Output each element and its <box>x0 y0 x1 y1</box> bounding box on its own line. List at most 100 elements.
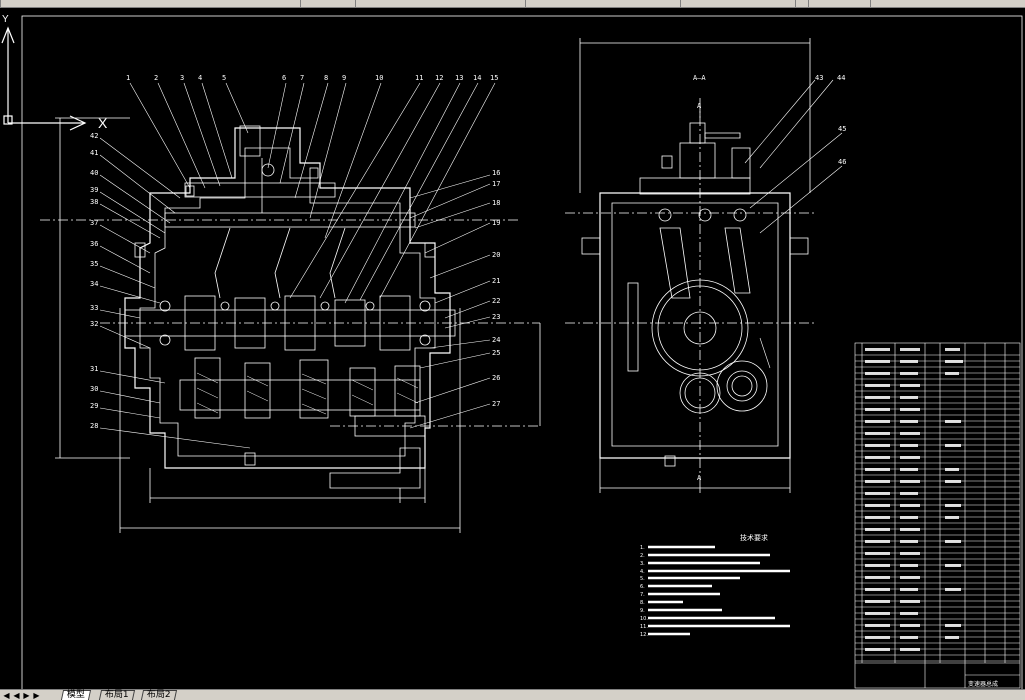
callout-right-19: 19 <box>492 219 500 227</box>
callout-top-6: 6 <box>282 74 286 82</box>
callout-top-15: 15 <box>490 74 498 82</box>
right-flange-right <box>789 237 809 255</box>
counter-gear-3 <box>299 359 329 419</box>
toolbar-segment-7[interactable] <box>808 0 872 7</box>
callout-left-38: 38 <box>90 198 98 206</box>
left-callouts-right: 16 17 18 19 20 21 22 23 24 25 26 27 <box>492 169 500 408</box>
gear-hatching <box>196 372 419 415</box>
shift-fork-1 <box>214 227 231 299</box>
left-view <box>40 82 541 533</box>
callout-top-12: 12 <box>435 74 443 82</box>
callout-left-35: 35 <box>90 260 98 268</box>
toolbar-segment-4[interactable] <box>525 0 679 7</box>
callout-top-1: 1 <box>126 74 130 82</box>
gear-5 <box>379 295 411 351</box>
right-cap-left <box>661 155 673 169</box>
callout-left-28: 28 <box>90 422 98 430</box>
callout-right-25: 25 <box>492 349 500 357</box>
callout-top-5: 5 <box>222 74 226 82</box>
toolbar-segment-6[interactable] <box>795 0 809 7</box>
callout-left-30: 30 <box>90 385 98 393</box>
callout-top-11: 11 <box>415 74 423 82</box>
callout-left-31: 31 <box>90 365 98 373</box>
callout-43: 43 <box>815 74 823 82</box>
toolbar-segment-3[interactable] <box>355 0 529 7</box>
callout-left-29: 29 <box>90 402 98 410</box>
tab-layout1[interactable]: 布局1 <box>98 690 135 700</box>
right-main-shaft <box>683 311 717 345</box>
leaders-right <box>409 174 491 429</box>
callout-left-33: 33 <box>90 304 98 312</box>
right-side-mount <box>731 147 751 179</box>
note-1: 1. <box>640 545 645 551</box>
notes-title: 技术要求 <box>740 533 768 542</box>
layout-tabs-bar: ◀ ◀ ▶ ▶ 模型 布局1 布局2 <box>0 689 1025 700</box>
toolbar-segment-8[interactable] <box>870 0 1025 7</box>
gear-2 <box>234 297 266 349</box>
callout-left-34: 34 <box>90 280 98 288</box>
callout-right-26: 26 <box>492 374 500 382</box>
toolbar-segment-2[interactable] <box>300 0 354 7</box>
counter-gear-2 <box>244 362 271 419</box>
note-2: 2. <box>640 553 645 559</box>
callout-right-23: 23 <box>492 313 500 321</box>
section-mark-top: A <box>697 102 702 110</box>
bom-frame <box>854 342 1021 689</box>
callout-top-13: 13 <box>455 74 463 82</box>
callout-left-32: 32 <box>90 320 98 328</box>
callout-top-4: 4 <box>198 74 202 82</box>
right-housing-outer <box>599 192 791 459</box>
callout-46: 46 <box>838 158 846 166</box>
right-shifter-body <box>679 142 716 179</box>
right-gear-med <box>716 360 768 412</box>
tab-layout2[interactable]: 布局2 <box>140 690 177 700</box>
gear-1 <box>184 295 216 351</box>
counter-gear-5 <box>394 365 421 417</box>
shift-lever-top <box>239 125 261 157</box>
callout-top-10: 10 <box>375 74 383 82</box>
drawing-canvas[interactable]: 1 2 3 4 5 6 7 8 9 10 11 12 13 14 15 16 1… <box>0 8 1025 692</box>
callout-right-24: 24 <box>492 336 500 344</box>
tab-nav-first-icon[interactable]: ◀ <box>3 691 10 700</box>
counter-gear-4 <box>349 367 376 417</box>
callout-top-14: 14 <box>473 74 481 82</box>
right-ref-rect <box>627 282 639 372</box>
gear-4 <box>334 299 366 347</box>
callout-left-39: 39 <box>90 186 98 194</box>
right-main-gear <box>651 279 749 377</box>
note-12: 12. <box>640 632 648 638</box>
ucs-x-label: X <box>98 115 108 131</box>
toolbar-segment-1[interactable] <box>0 0 304 7</box>
toolbar-strip <box>0 0 1025 8</box>
housing-outline <box>124 127 451 469</box>
ucs-icon: X Y <box>1 14 108 131</box>
callout-right-17: 17 <box>492 180 500 188</box>
tab-nav-prev-icon[interactable]: ◀ <box>13 691 20 700</box>
right-flange-left <box>581 237 601 255</box>
right-fork-2 <box>724 227 751 294</box>
toolbar-segment-5[interactable] <box>680 0 794 7</box>
right-shifter-knob <box>689 122 706 144</box>
cover-flange <box>184 182 336 198</box>
callout-right-21: 21 <box>492 277 500 285</box>
callout-left-42: 42 <box>90 132 98 140</box>
tab-nav-next-icon[interactable]: ▶ <box>23 691 30 700</box>
note-5: 5. <box>640 576 645 582</box>
cad-drawing: 1 2 3 4 5 6 7 8 9 10 11 12 13 14 15 16 1… <box>21 15 1023 692</box>
callout-44: 44 <box>837 74 845 82</box>
callout-left-40: 40 <box>90 169 98 177</box>
note-9: 9. <box>640 608 645 614</box>
reverse-shaft <box>354 415 426 437</box>
technical-notes: 技术要求 1. 2. 3. 4. 5. 6. 7. 8. 9. 10. 11. … <box>640 533 790 638</box>
leaders-top <box>129 82 496 304</box>
tab-model[interactable]: 模型 <box>60 690 92 700</box>
callout-right-16: 16 <box>492 169 500 177</box>
callout-top-8: 8 <box>324 74 328 82</box>
counter-gear-1 <box>194 357 221 419</box>
note-6: 6. <box>640 584 645 590</box>
title-block-label: 变速器总成 <box>968 680 998 688</box>
right-top-cover <box>639 177 751 195</box>
main-shaft <box>124 309 456 337</box>
right-fork-1 <box>659 227 691 299</box>
tab-nav-last-icon[interactable]: ▶ <box>33 691 40 700</box>
